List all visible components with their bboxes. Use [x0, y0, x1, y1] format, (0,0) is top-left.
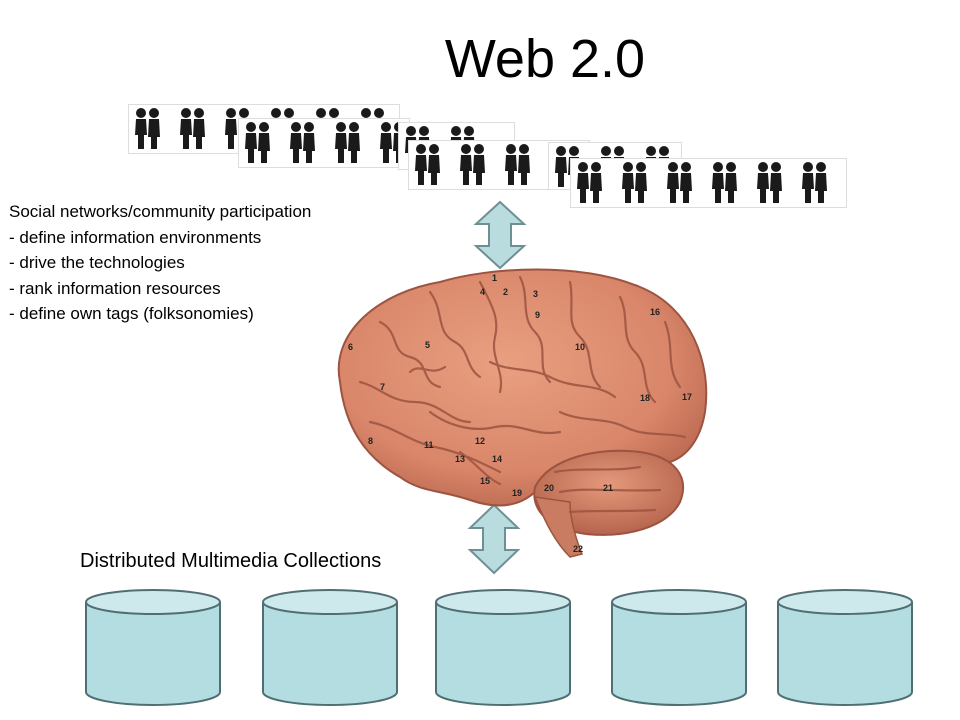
brain-label: 5 — [425, 340, 430, 350]
brain-label: 10 — [575, 342, 585, 352]
brain-label: 15 — [480, 476, 490, 486]
double-arrow-icon — [473, 200, 527, 270]
brain-label: 9 — [535, 310, 540, 320]
brain-label: 11 — [424, 440, 434, 450]
brain-label: 4 — [480, 287, 485, 297]
brain-label: 14 — [492, 454, 502, 464]
brain-label: 22 — [573, 544, 583, 554]
brain-label: 12 — [475, 436, 485, 446]
bullet-item: - define own tags (folksonomies) — [9, 304, 254, 323]
brain-label: 8 — [368, 436, 373, 446]
brain-image: 1 2 3 4 5 6 7 8 9 10 11 12 13 14 15 16 1… — [337, 268, 708, 558]
collections-label: Distributed Multimedia Collections — [80, 550, 382, 572]
brain-label: 13 — [455, 454, 465, 464]
brain-label: 20 — [544, 483, 554, 493]
people-group-icon — [238, 118, 410, 168]
bullet-heading: Social networks/community participation — [9, 202, 312, 221]
brain-label: 19 — [512, 488, 522, 498]
brain-label: 18 — [640, 393, 650, 403]
database-cylinder-icon — [261, 588, 399, 708]
bullet-item: - drive the technologies — [9, 253, 185, 272]
brain-label: 21 — [603, 483, 613, 493]
brain-label: 6 — [348, 342, 353, 352]
database-cylinder-icon — [434, 588, 572, 708]
brain-label: 7 — [380, 382, 385, 392]
database-cylinder-icon — [84, 588, 222, 708]
brain-label: 16 — [650, 307, 660, 317]
bullet-item: - rank information resources — [9, 278, 221, 298]
brain-label: 1 — [492, 273, 497, 283]
bullet-item: - define information environments — [9, 227, 262, 247]
database-cylinder-icon — [776, 588, 914, 708]
database-cylinder-icon — [610, 588, 748, 708]
people-group-icon — [570, 158, 847, 208]
brain-label: 2 — [503, 287, 508, 297]
double-arrow-icon — [467, 503, 521, 575]
brain-label: 3 — [533, 289, 538, 299]
brain-label: 17 — [682, 392, 692, 402]
bullet-list: Social networks/community participation … — [9, 199, 409, 327]
slide-title: Web 2.0 — [444, 29, 646, 89]
